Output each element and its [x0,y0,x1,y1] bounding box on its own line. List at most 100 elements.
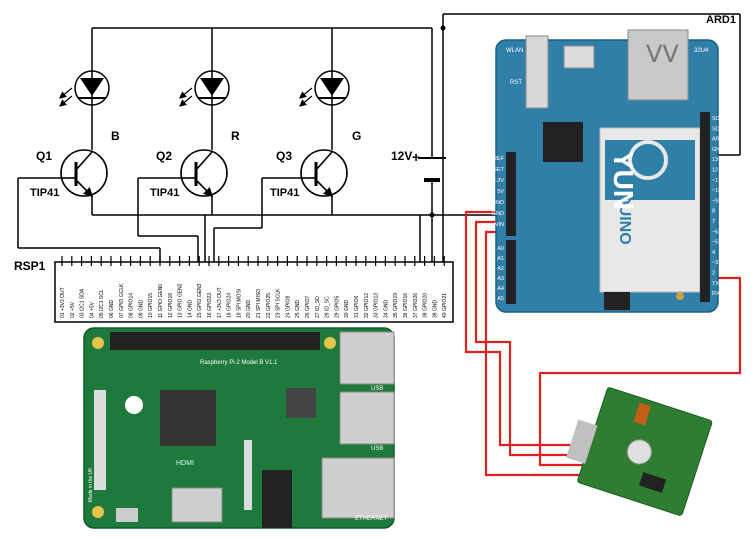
pi-hdmi-label: HDMI [176,460,194,467]
arduino-pin-label: 2 [712,271,715,277]
arduino-pin-label: IOREF [487,156,504,162]
transistor-q2 [180,149,228,198]
arduino-pin-label: A0 [497,246,504,252]
header-pin-label: 02 +5V [70,301,76,318]
arduino-pin-label: 12 [712,168,718,174]
transistor-q1 [60,149,108,198]
label-q1: Q1 [36,149,52,163]
header-pin-label: 39 GND [432,300,438,318]
header-pin-label: 21 SPI MISO [256,289,262,318]
header-pin-label: 09 GND [138,300,144,318]
svg-text:ꓦꓦ: ꓦꓦ [646,41,679,68]
raspberry-pi-board: USB USB ETHERNET HDMI Raspberry Pi 2 Mod… [83,327,395,529]
arduino-pin-label: GND [492,200,504,206]
arduino-pin-label: ~10 [712,188,721,194]
label-tip41-q1: TIP41 [30,187,59,199]
header-pin-label: 01 +3V3 OUT [60,287,66,318]
arduino-pin-label: 13 [712,157,718,163]
arduino-pin-label: A2 [497,266,504,272]
arduino-pin-label: TX▷1 [712,281,726,287]
label-q2: Q2 [156,149,172,163]
label-tip41-q2: TIP41 [150,187,179,199]
label-g: G [352,129,361,143]
arduino-pin-label: GND [492,211,504,217]
arduino-pin-label: 5V [497,189,504,195]
pi-usb-label-2: USB [371,446,383,452]
label-tip41-q3: TIP41 [270,187,299,199]
header-pin-label: 23 SPI SCLK [276,288,282,318]
arduino-pin-label: AREF [712,137,727,143]
arduino-pin-label: SCL [712,116,723,122]
header-pin-label: 30 GND [344,300,350,318]
label-b: B [111,129,120,143]
label-q3: Q3 [276,149,292,163]
header-pin-label: 12 GPIO18 [168,293,174,318]
header-pin-label: 15 GPIO GEN3 [197,283,203,318]
header-pin-label: 36 GPIO16 [403,293,409,318]
header-pin-label: 27 ID_SD [315,296,321,318]
header-pin-label: 20 GND [246,300,252,318]
red-wires [464,210,742,477]
label-plus: + [412,149,420,165]
header-pin-label: 18 GPIO24 [227,293,233,318]
arduino-brand: ARDUINO [616,170,633,245]
arduino-pin-label: 7 [712,219,715,225]
pi-made-in-label: Made in the UK [88,467,94,502]
arduino-pin-label: ~9 [712,198,718,204]
header-pin-label: 19 SPI MOSI [236,289,242,318]
arduino-pin-label: A4 [497,286,504,292]
arduino-pin-label: 3.3V [493,178,505,184]
arduino-pin-label: SDA [712,126,724,132]
header-pin-label: 26 GPIO7 [305,296,311,318]
arduino-pin-label: A1 [497,256,504,262]
label-r: R [231,129,240,143]
header-pin-label: 33 GPIO13 [374,293,380,318]
header-pin-label: 06 GND [109,300,115,318]
pi-usb-label-1: USB [371,386,383,392]
header-pin-label: 29 GPIO5 [334,296,340,318]
transistor-q3 [300,149,348,198]
battery-12v [418,157,446,182]
label-12v: 12V [391,149,412,163]
header-pin-label: 11 GPIO GEN0 [158,284,164,318]
arduino-32u4-label: 32U4 [694,48,709,54]
header-pin-label: 22 GPIO25 [266,293,272,318]
header-pin-label: 04 +5V [89,301,95,318]
arduino-pin-label: ~11 [712,178,721,184]
led-r [179,70,230,107]
rf-receiver-module [566,387,713,516]
led-b [59,70,110,107]
junction-dots [429,25,446,218]
schematic-wires [17,13,741,262]
label-ard1: ARD1 [706,14,736,26]
pi-model-label: Raspberry Pi 2 Model B V1.1 [200,360,278,366]
arduino-pin-label: A5 [497,296,504,302]
header-pin-label: 14 GND [187,300,193,318]
header-pin-label: 38 GPIO20 [423,293,429,318]
arduino-rst-label: RST [510,80,522,86]
header-pin-label: 32 GPIO12 [364,293,370,318]
header-pin-label: 35 GPIO19 [393,293,399,318]
arduino-pin-label: ~6 [712,229,718,235]
arduino-pin-label: RX◁0 [712,291,727,297]
arduino-pin-label: 8 [712,209,715,215]
header-pin-label: 24 GPIO8 [285,296,291,318]
header-pin-label: 16 GPIO23 [207,293,213,318]
header-pin-label: 17 +3V3 OUT [217,287,223,318]
arduino-yun-board: ꓦꓦ ARDUINO YUN WLAN RST 32U4 IOREFRESET3… [486,29,727,313]
header-pin-label: 08 GPIO14 [129,293,135,318]
header-pin-label: 03 I2C1 SDA [80,288,86,318]
led-g [299,70,350,107]
arduino-pin-label: A3 [497,276,504,282]
header-pin-label: 13 GPIO GEN2 [178,283,184,318]
arduino-pin-label: ~5 [712,240,718,246]
arduino-pin-label: VIN [495,222,504,228]
arduino-pin-label: RESET [486,167,505,173]
header-pin-label: 25 GND [295,300,301,318]
arduino-model: YUN [608,151,639,210]
arduino-pin-label: ~3 [712,260,718,266]
label-rsp1: RSP1 [14,259,46,273]
pi-ethernet-label: ETHERNET [355,516,388,522]
